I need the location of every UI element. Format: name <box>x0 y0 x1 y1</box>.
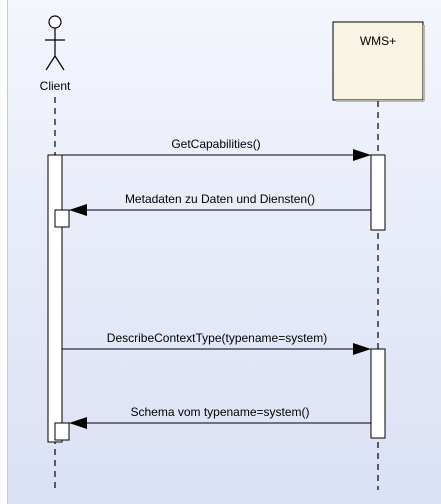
message-describe-context-type[interactable]: DescribeContextType(typename=system) <box>62 331 371 355</box>
client-actor-icon[interactable] <box>45 15 65 71</box>
wms-participant-box[interactable] <box>332 21 425 102</box>
client-activation-bar[interactable] <box>47 154 63 443</box>
wms-label: WMS+ <box>360 34 396 48</box>
message-label: Schema vom typename=system() <box>130 405 309 419</box>
client-return-activation-2[interactable] <box>54 422 70 441</box>
message-label: Metadaten zu Daten und Diensten() <box>125 192 315 206</box>
client-return-activation-1[interactable] <box>54 209 70 228</box>
wms-activation-bar-2[interactable] <box>370 348 386 439</box>
message-label: DescribeContextType(typename=system) <box>107 331 327 345</box>
client-label: Client <box>40 79 71 93</box>
message-metadaten[interactable]: Metadaten zu Daten und Diensten() <box>69 192 371 216</box>
message-label: GetCapabilities() <box>171 137 260 151</box>
wms-activation-bar-1[interactable] <box>370 154 386 231</box>
message-get-capabilities[interactable]: GetCapabilities() <box>62 137 371 161</box>
message-schema[interactable]: Schema vom typename=system() <box>69 405 371 429</box>
